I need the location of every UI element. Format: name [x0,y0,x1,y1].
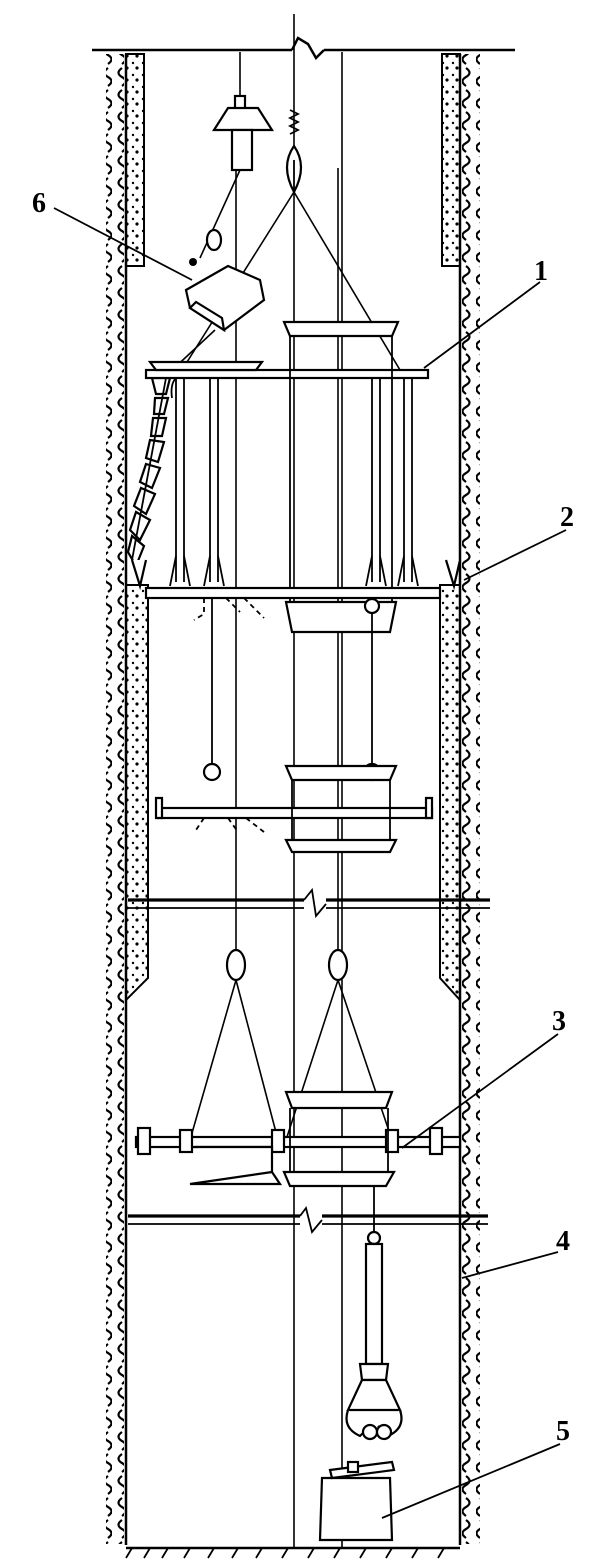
callout-labels: 6 1 2 3 4 5 [32,188,574,1447]
work-platform-upper [144,320,430,634]
ground-surface [92,36,515,61]
callout-1: 1 [534,256,548,287]
callout-4: 4 [556,1226,570,1257]
callout-3: 3 [552,1006,566,1037]
top-sheave-block [211,94,275,172]
callout-6: 6 [32,188,46,219]
shaft-lining-middle [125,584,461,1003]
leader-lines [53,207,567,1519]
grab-bucket [345,1186,403,1441]
sinking-stage-beam [134,1090,462,1188]
shaft-bottom [125,1546,460,1559]
work-platform-lower [130,559,462,770]
callout-2: 2 [560,502,574,533]
suspension-ropes-upper [181,169,401,371]
shaft-lining-upper [125,53,461,267]
muck-bucket [318,1460,396,1542]
shaft-wall-left [106,54,128,1545]
callout-5: 5 [556,1416,570,1447]
concrete-bucket [184,228,266,333]
lifting-slings [189,948,393,1141]
scaffold-platform-middle [154,762,434,854]
shaft-wall-right [458,54,480,1545]
break-line-lower [128,1205,488,1234]
break-line-upper [128,887,490,919]
